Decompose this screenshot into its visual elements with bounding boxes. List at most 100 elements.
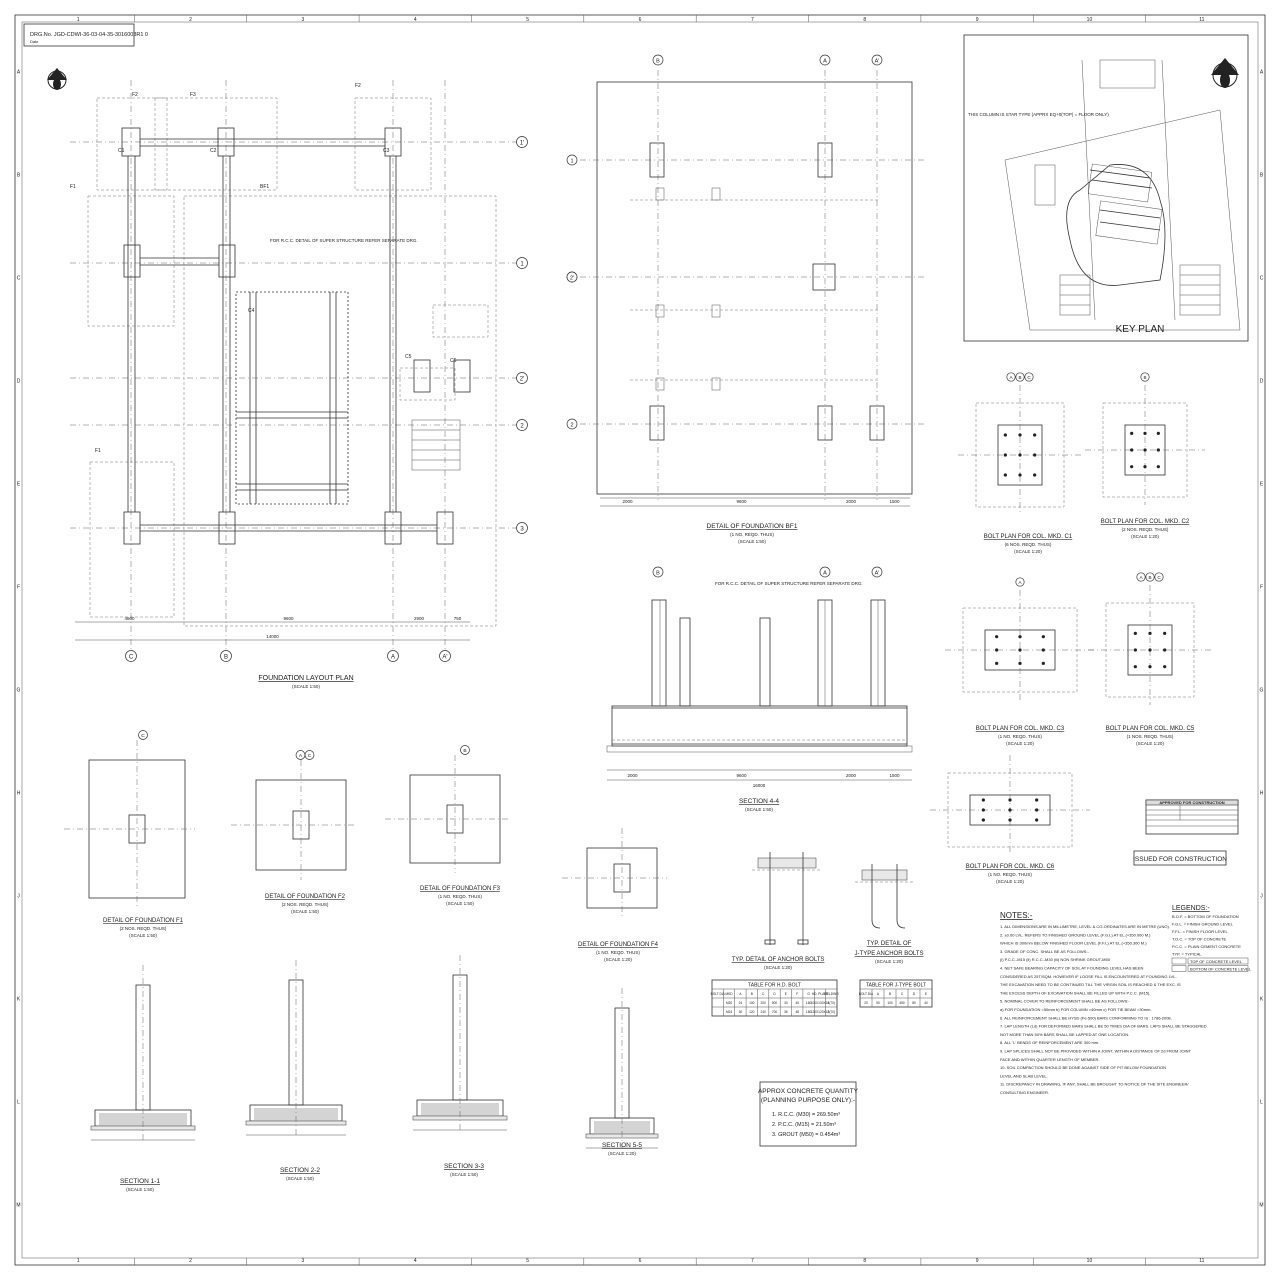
- hd-table-header: F: [796, 992, 798, 996]
- footing-mark: F2: [355, 83, 361, 89]
- section-detail: SECTION 2-2(SCALE 1:50): [245, 960, 347, 1181]
- bolt-hole: [1008, 798, 1012, 802]
- grid-bubble: 3: [516, 522, 528, 534]
- grid-bubble: A: [1006, 372, 1016, 382]
- border-row-label: B: [17, 173, 21, 179]
- hd-table-cell: 4(70): [828, 1001, 835, 1005]
- border-row-label: C: [17, 276, 21, 282]
- j-anchor-bolt-detail: [855, 864, 915, 929]
- hd-table-cell: 5(70): [828, 1010, 835, 1014]
- hd-table-cell: 240: [760, 1010, 766, 1014]
- bolt-hole: [1035, 808, 1039, 812]
- hd-table-cell: 700: [772, 1010, 778, 1014]
- foundation-scale: (SCALE 1:50): [291, 909, 319, 914]
- footing-mark: F1: [70, 184, 76, 190]
- grid-bubble-label: A': [442, 654, 447, 660]
- bolt-hole: [1148, 648, 1152, 652]
- key-plan-note: THIS COLUMN IS STAR TYPE (APPRX EQ+0(TOP…: [968, 112, 1109, 117]
- dimension-label: 9600: [736, 773, 747, 778]
- bolt-hole: [1018, 661, 1022, 665]
- grid-bubble: 1: [566, 154, 578, 166]
- bolt-plan-title: BOLT PLAN FOR COL. MKD. C3: [976, 726, 1065, 732]
- foundation-title: DETAIL OF FOUNDATION F3: [420, 886, 501, 892]
- border-row-label: G: [1260, 688, 1264, 694]
- bf1-scale: (SCALE 1:50): [738, 539, 766, 544]
- bolt-plan-qty: (1 NO. REQD. THUS): [988, 872, 1032, 877]
- note-line: 9. LAP SPLICES SHALL NOT BE PROVIDED WIT…: [1000, 1049, 1192, 1054]
- j-table-header: D: [913, 992, 916, 996]
- grid-bubble-label: A: [299, 753, 303, 759]
- footing-mark: C1: [118, 148, 125, 154]
- note-line: LEVEL AND SLAB LEVEL.: [1000, 1073, 1048, 1078]
- bolt-hole: [1156, 431, 1160, 435]
- j-table-header: A: [877, 992, 880, 996]
- note-line: 8. ALL 'L' BENDS OF REINFORCEMENT ARE 30…: [1000, 1040, 1099, 1045]
- dimension-label: 1500: [889, 499, 900, 504]
- drawing-number: DRG.No. JGD-CDWI-36-03-04-35-3016003R1 0: [30, 32, 148, 38]
- bolt-hole: [1163, 648, 1167, 652]
- hd-table-header: BOLT DIA: [711, 992, 726, 996]
- note-line: 2. ±0.00 LVL. REFERS TO FINISHED GROUND …: [1000, 932, 1151, 937]
- bolt-hole: [1148, 665, 1152, 669]
- bolt-hole: [1143, 431, 1147, 435]
- bolt-plan-qty: (1 NOS. REQD. THUS): [1127, 734, 1174, 739]
- border-row-label: C: [1260, 276, 1264, 282]
- foundation-qty: (1 NO. REQD. THUS): [438, 894, 482, 899]
- hd-table-title: TABLE FOR H.D. BOLT: [748, 983, 801, 989]
- north-arrow-icon: [1211, 58, 1239, 88]
- notes-title: NOTES:-: [1000, 911, 1033, 920]
- grid-bubble-label: A: [823, 570, 827, 576]
- j-table-header: C: [901, 992, 904, 996]
- dimension-label: 2000: [627, 773, 638, 778]
- hd-table-cell: 30: [784, 1001, 788, 1005]
- dimension-label: 2000: [846, 499, 857, 504]
- bolt-hole: [1130, 465, 1134, 469]
- border-column-label: 11: [1199, 17, 1204, 23]
- note-line: 11. DISCREPANCY IN DRAWING, IF ANY, SHAL…: [1000, 1082, 1189, 1087]
- bolt-hole: [981, 798, 985, 802]
- j-table-cell: 80: [912, 1001, 916, 1005]
- grid-bubble: A: [387, 650, 399, 662]
- bolt-hole: [1163, 631, 1167, 635]
- grid-bubble: B: [652, 566, 664, 578]
- anchor-bolt-title: TYP. DETAIL OF ANCHOR BOLTS: [732, 957, 825, 963]
- bolt-hole: [1163, 665, 1167, 669]
- hd-table-header: G: [807, 992, 810, 996]
- grid-bubble-label: A: [1018, 580, 1022, 585]
- footing-mark: C6: [450, 358, 457, 364]
- border-column-label: 8: [863, 17, 866, 23]
- dimension-label: 2000: [622, 499, 633, 504]
- bolt-hole: [1133, 648, 1137, 652]
- grid-bubble: A: [819, 566, 831, 578]
- hd-table-header: D: [773, 992, 776, 996]
- key-plan: [963, 34, 1249, 342]
- border-column-label: 4: [414, 1258, 417, 1264]
- grid-bubble: C: [125, 650, 137, 662]
- bolt-plan: BOLT PLAN FOR COL. MKD. C6(1 NO. REQD. T…: [930, 755, 1090, 884]
- s44-note: FOR R.C.C. DETAIL OF SUPER STRUCTURE REF…: [715, 581, 863, 586]
- note-line: CONSULTING ENGINEER.: [1000, 1090, 1049, 1095]
- border-column-label: 6: [639, 17, 642, 23]
- footing-mark: BF1: [260, 184, 269, 190]
- note-line: 10. SOIL COMPACTION SHOULD BE DONE AGAIN…: [1000, 1065, 1166, 1070]
- grid-bubble-label: 2: [570, 422, 573, 428]
- note-line: 3. GRADE OF CONC. SHALL BE AS FOLLOWS:-: [1000, 949, 1089, 954]
- border-row-label: M: [1259, 1203, 1263, 1209]
- bolt-hole: [1035, 818, 1039, 822]
- border-column-label: 5: [526, 1258, 529, 1264]
- bolt-plan-scale: (SCALE 1:20): [1131, 534, 1159, 539]
- section-scale: (SCALE 1:20): [608, 1151, 636, 1156]
- bolt-hole: [1008, 808, 1012, 812]
- bolt-hole: [1003, 453, 1007, 457]
- note-line: FACE AND WITHIN QUARTER LENGTH OF MEMBER…: [1000, 1057, 1100, 1062]
- hd-table-cell: 30: [739, 1010, 743, 1014]
- grid-bubble: B: [1015, 372, 1025, 382]
- note-line: a) FOR FOUNDATION =50mm b) FOR COLUMN =4…: [1000, 1007, 1152, 1012]
- footing-mark: C4: [248, 308, 255, 314]
